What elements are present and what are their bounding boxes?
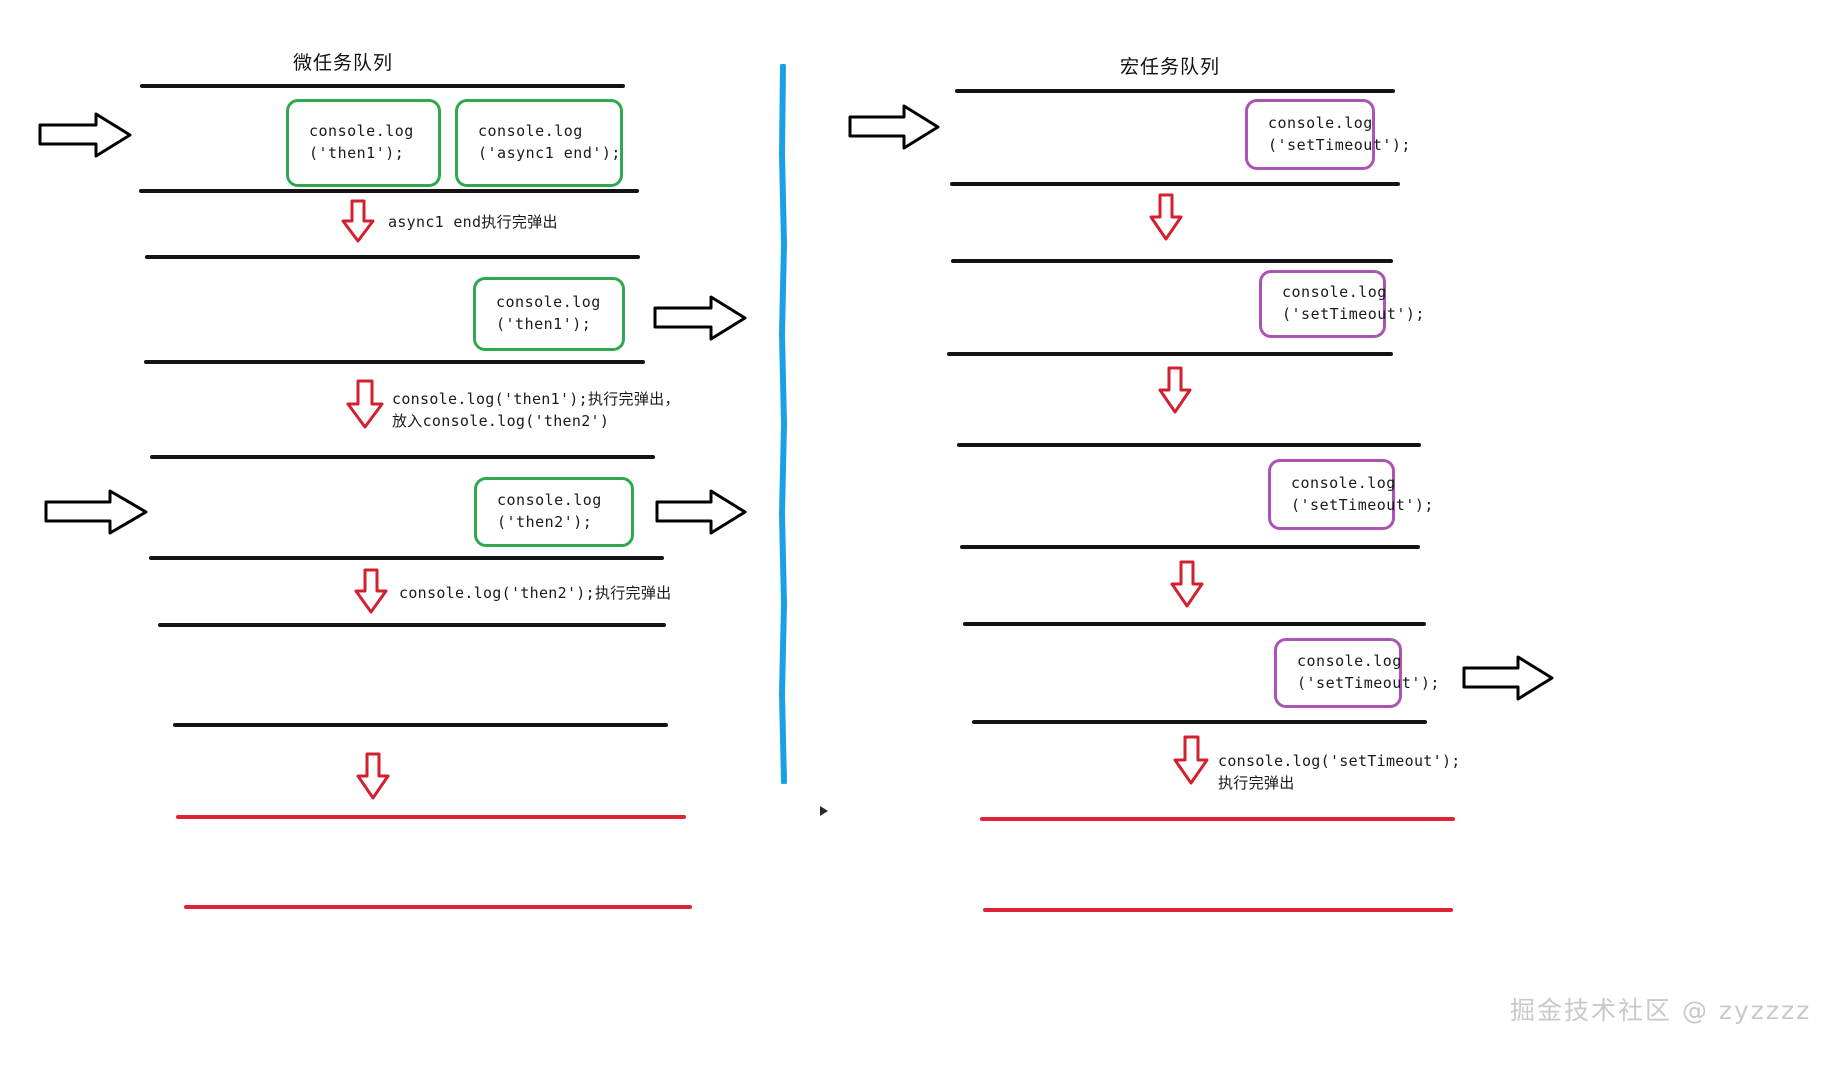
microtask-task-box[interactable]: console.log ('async1 end'); [455, 99, 623, 187]
macrotask-stage-2-rail-top [951, 259, 1393, 263]
microtask-stage-2-rail-top [145, 255, 640, 259]
microtask-stage-2-note: console.log('then1');执行完弹出， 放入console.lo… [392, 390, 680, 430]
macrotask-stage-4-note: console.log('setTimeout'); 执行完弹出 [1218, 752, 1461, 792]
microtask-stage-4-rail-top [158, 623, 666, 627]
vertical-divider [770, 63, 796, 788]
macrotask-stage-2-rail-bottom [947, 352, 1393, 356]
microtask-stage-2-outflow-arrow [653, 295, 747, 341]
task-box-code: console.log ('setTimeout'); [1282, 283, 1425, 323]
macrotask-stage-4-down-arrow [1173, 735, 1209, 785]
macrotask-stage-1-inflow-arrow [848, 104, 940, 150]
macrotask-queue-title: 宏任务队列 [1120, 56, 1221, 78]
microtask-stage-1-note: async1 end执行完弹出 [388, 213, 558, 231]
macrotask-stage-3-rail-top [957, 443, 1421, 447]
microtask-queue-title: 微任务队列 [293, 52, 394, 74]
macrotask-stage-4-rail-bottom [972, 720, 1427, 724]
task-box-code: console.log ('setTimeout'); [1291, 473, 1434, 514]
microtask-stage-3-rail-bottom [149, 556, 664, 560]
microtask-stage-2-down-arrow [345, 379, 385, 429]
microtask-stage-3-note: console.log('then2');执行完弹出 [399, 584, 672, 602]
microtask-stage-1-inflow-arrow [38, 112, 132, 158]
task-box-code: console.log ('then2'); [497, 491, 602, 531]
microtask-stage-1-rail-bottom [139, 189, 639, 193]
microtask-task-box[interactable]: console.log ('then2'); [474, 477, 634, 547]
microtask-stage-4-rail-bottom [173, 723, 668, 727]
macrotask-final-rail-top [980, 817, 1455, 821]
watermark: 掘金技术社区 @ zyzzzz [1510, 996, 1812, 1025]
microtask-stage-1-down-arrow [340, 199, 376, 243]
macrotask-stage-1-rail-top [955, 89, 1395, 93]
microtask-task-box[interactable]: console.log ('then1'); [286, 99, 441, 187]
microtask-stage-2-rail-bottom [144, 360, 645, 364]
microtask-stage-3-inflow-arrow [44, 489, 148, 535]
cursor-pointer [820, 806, 828, 816]
task-box-code: console.log ('then1'); [496, 293, 601, 333]
microtask-stage-3-rail-top [150, 455, 655, 459]
macrotask-stage-4-rail-top [963, 622, 1426, 626]
macrotask-task-box[interactable]: console.log ('setTimeout'); [1274, 638, 1439, 708]
task-box-code: console.log ('async1 end'); [478, 122, 621, 162]
microtask-final-rail-bottom [184, 905, 692, 909]
microtask-final-rail-top [176, 815, 686, 819]
task-box-code: console.log ('then1'); [309, 122, 414, 162]
task-box-code: console.log ('setTimeout'); [1297, 652, 1440, 692]
macrotask-final-rail-bottom [983, 908, 1453, 912]
macrotask-task-box[interactable]: console.log ('setTimeout'); [1259, 270, 1424, 338]
microtask-stage-4-down-arrow [355, 752, 391, 800]
macrotask-stage-4-outflow-arrow [1462, 655, 1554, 701]
macrotask-task-box[interactable]: console.log ('setTimeout'); [1268, 459, 1433, 530]
microtask-task-box[interactable]: console.log ('then1'); [473, 277, 625, 351]
microtask-stage-1-rail-top [140, 84, 625, 88]
macrotask-stage-3-down-arrow [1170, 560, 1204, 608]
microtask-stage-3-down-arrow [353, 568, 389, 614]
task-box-code: console.log ('setTimeout'); [1268, 113, 1411, 154]
macrotask-stage-1-down-arrow [1149, 193, 1183, 241]
macrotask-stage-1-rail-bottom [950, 182, 1400, 186]
macrotask-stage-3-rail-bottom [960, 545, 1420, 549]
macrotask-task-box[interactable]: console.log ('setTimeout'); [1245, 99, 1410, 170]
microtask-stage-3-outflow-arrow [655, 489, 747, 535]
macrotask-stage-2-down-arrow [1158, 366, 1192, 414]
